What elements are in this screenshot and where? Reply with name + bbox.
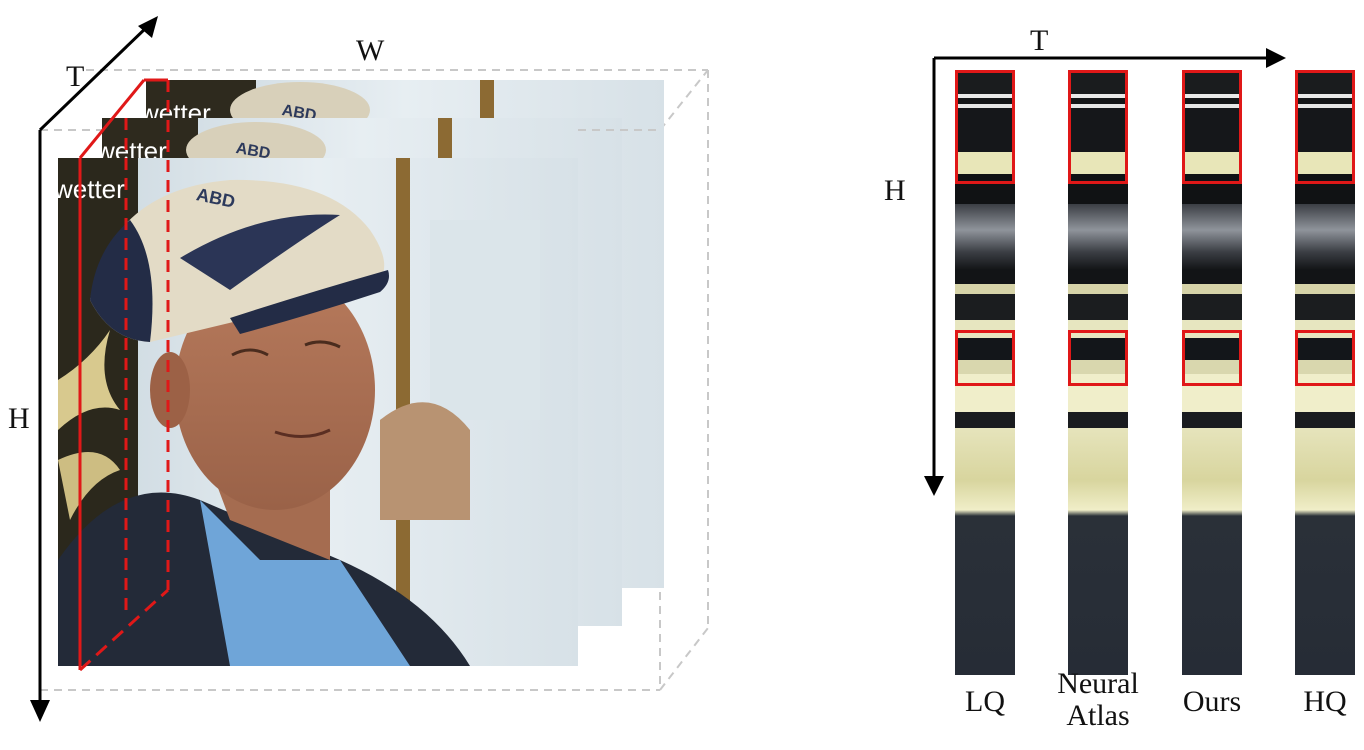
method-label-line: Ours [1182,685,1242,718]
slice-strip [1295,70,1355,675]
axis-label-h-left: H [8,402,30,435]
temporal-slice-plane [78,78,170,672]
method-label: Ours [1147,686,1277,718]
video-frame-1: ABD wetter [53,158,578,666]
highlight-box-middle [1295,330,1355,386]
highlight-box-top [1068,70,1128,184]
highlight-box-middle [1068,330,1128,386]
method-label-line: Atlas [1066,699,1130,732]
highlight-box-top [1182,70,1242,184]
method-label-line: Neural [1057,667,1139,700]
axis-h-arrowhead [30,700,50,722]
right-axis-h-arrowhead [924,476,944,496]
video-cube-illustration: wetter ABD wetter ABD [30,16,709,722]
method-label: HQ [1260,686,1364,718]
method-label-line: HQ [1303,685,1347,718]
highlight-box-top [1295,70,1355,184]
axes [38,24,150,708]
axis-label-w: W [356,34,385,67]
slice-strip [955,70,1015,675]
axis-label-t-left: T [66,60,85,93]
method-label: LQ [920,686,1050,718]
slice-strip [1182,70,1242,675]
method-label-line: LQ [965,685,1005,718]
cap-text-frame-2: ABD [235,140,272,163]
axis-label-h-right: H [884,174,906,207]
slice-strip [1068,70,1128,675]
highlight-box-middle [1182,330,1242,386]
overlay-text-frame-1: wetter [53,174,125,204]
highlight-box-middle [955,330,1015,386]
axis-t-arrowhead [138,16,158,38]
right-axis-t-arrowhead [1266,48,1286,68]
axis-label-t-right: T [1030,24,1049,57]
highlight-box-top [955,70,1015,184]
